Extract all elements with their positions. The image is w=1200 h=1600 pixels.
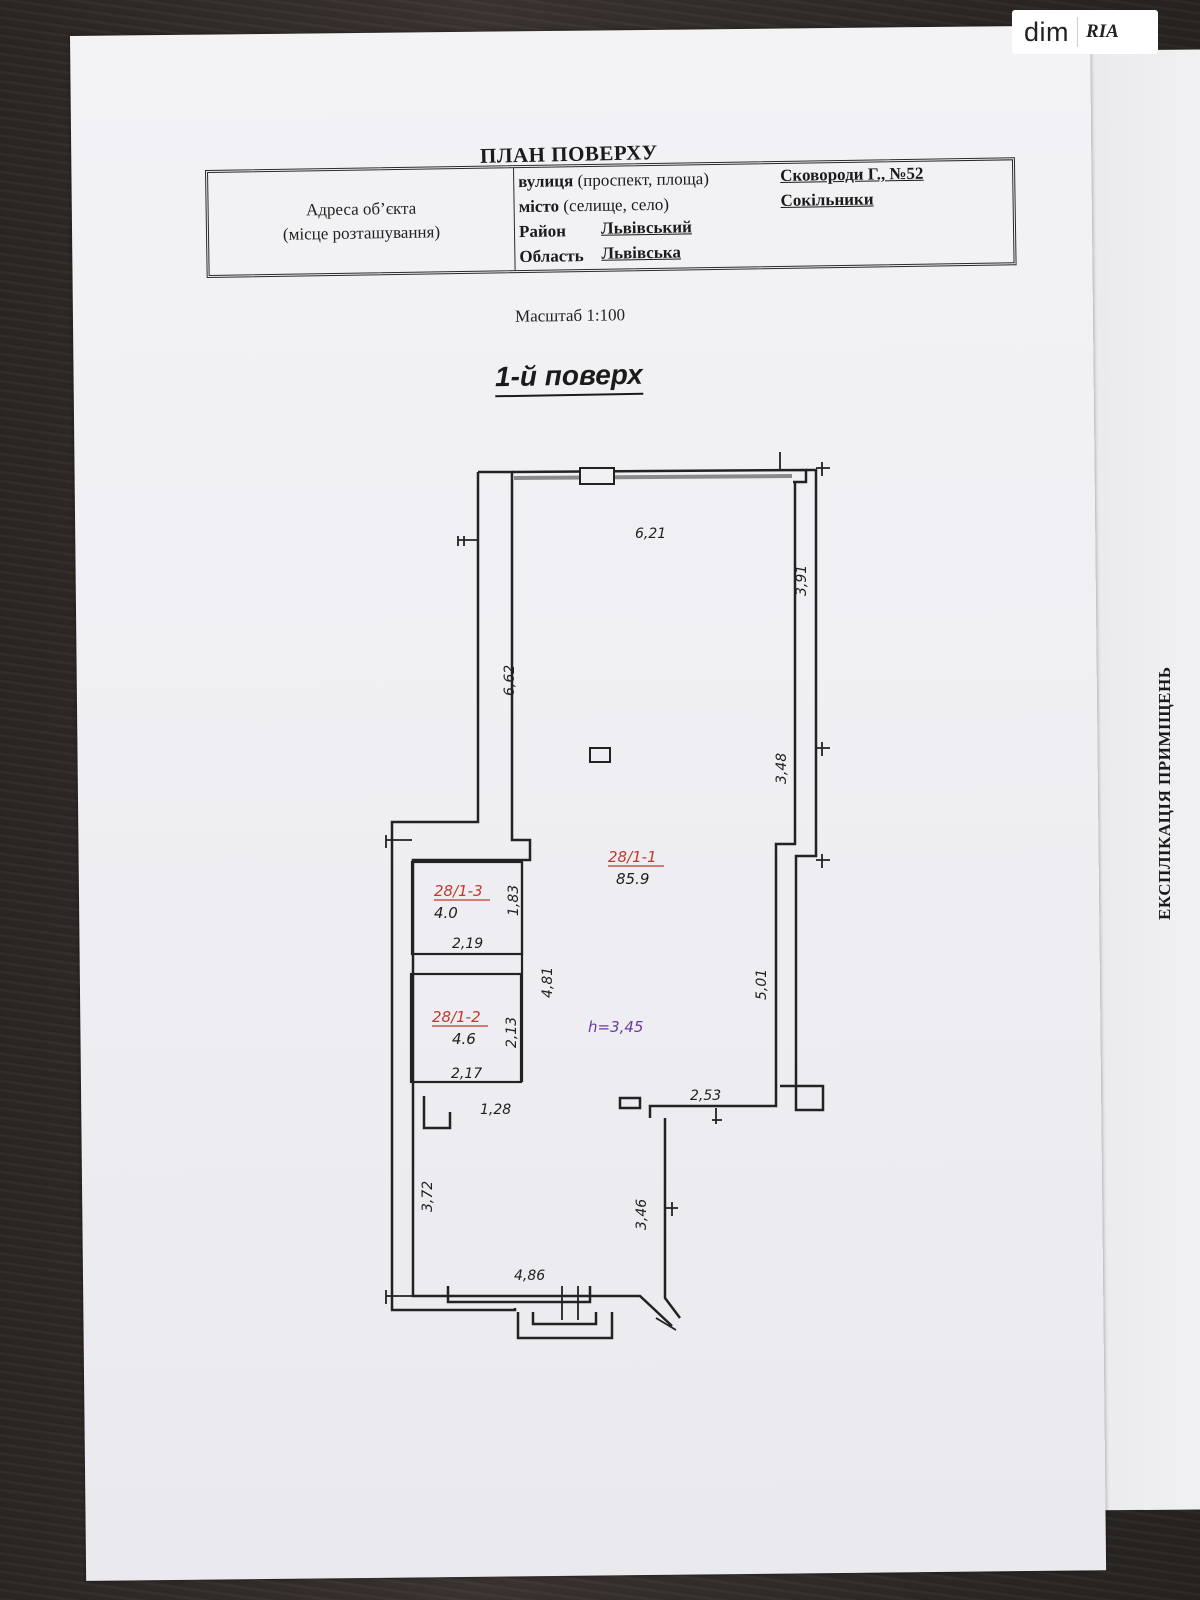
logo-ria: RIA — [1086, 21, 1119, 42]
dimria-watermark: dim RIA — [1012, 10, 1158, 54]
dim-bottom-width: 4,86 — [514, 1268, 545, 1284]
dim-room3-height: 1,83 — [506, 885, 522, 916]
dim-bottom-right-height: 3,46 — [634, 1199, 650, 1230]
ledge — [618, 1096, 642, 1110]
logo-divider — [1077, 17, 1079, 47]
dim-bottom-left-height: 3,72 — [420, 1181, 436, 1212]
dim-middle-left: 4,81 — [540, 967, 556, 998]
room-2-code: 28/1-2 — [432, 1008, 481, 1026]
dim-room2-height: 2,13 — [504, 1017, 520, 1048]
room-main-area: 85.9 — [616, 870, 649, 888]
dim-step-width: 1,28 — [480, 1102, 511, 1118]
dim-room2-width: 2,17 — [451, 1066, 482, 1082]
column-marker — [589, 747, 611, 763]
outer-wall — [411, 470, 673, 1327]
dim-right-upper: 3,91 — [794, 565, 810, 596]
dim-room3-width: 2,19 — [452, 936, 483, 952]
dim-left-upper: 6,62 — [502, 665, 518, 696]
dim-right-mid: 3,48 — [774, 753, 790, 784]
right-wall-outer — [780, 468, 825, 1112]
room-3-code: 28/1-3 — [434, 882, 483, 900]
room-3-area: 4.0 — [434, 904, 458, 922]
right-wall-inner — [648, 482, 797, 1118]
logo-dim: dim — [1024, 16, 1070, 47]
ceiling-height: h=3,45 — [588, 1018, 643, 1036]
top-window — [513, 474, 793, 480]
lower-right-wall — [663, 1118, 681, 1319]
entrance-steps — [516, 1312, 614, 1340]
room-2-area: 4.6 — [452, 1030, 476, 1048]
dim-top-width: 6,21 — [635, 526, 666, 542]
room-main-code: 28/1-1 — [608, 848, 657, 866]
bottom-window — [446, 1286, 592, 1304]
top-window-frame — [579, 467, 615, 485]
outer-wall-outer — [390, 472, 517, 1312]
step-wall — [422, 1096, 452, 1130]
dim-ledge-width: 2,53 — [690, 1088, 721, 1104]
top-window-wall — [511, 468, 808, 484]
dim-right-lower: 5,01 — [754, 969, 770, 1000]
